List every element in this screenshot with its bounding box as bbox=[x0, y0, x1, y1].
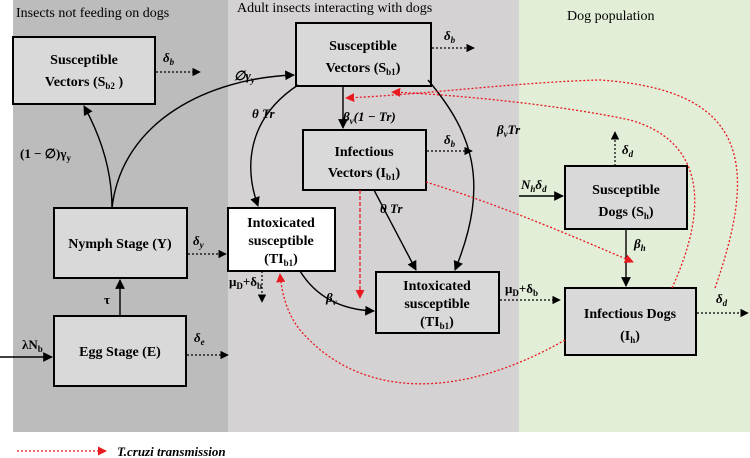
box-susceptible-vectors-sb2: Susceptible Vectors (Sb2 ) bbox=[12, 36, 156, 105]
sb1-line1: Susceptible bbox=[329, 39, 397, 54]
label-one-minus-emigration: (1 − ∅)γy bbox=[20, 146, 71, 163]
nymph-label: Nymph Stage (Y) bbox=[68, 237, 172, 252]
box-nymph-stage: Nymph Stage (Y) bbox=[53, 207, 188, 279]
label-theta-tr-left: θ Tr bbox=[252, 106, 275, 121]
box-egg-stage: Egg Stage (E) bbox=[53, 315, 187, 387]
label-theta-tr-mid: θ Tr bbox=[380, 201, 403, 216]
tib1-left-line1: Intoxicated bbox=[247, 216, 315, 231]
label-delta-e: δe bbox=[194, 330, 205, 347]
panel-title-left: Insects not feeding on dogs bbox=[16, 6, 169, 21]
label-delta-d-right: δd bbox=[716, 291, 728, 308]
transmission-arrows bbox=[276, 79, 739, 385]
label-delta-b-sb1: δb bbox=[444, 28, 456, 45]
box-susceptible-vectors-sb1: Susceptible Vectors (Sb1) bbox=[295, 22, 432, 87]
egg-label: Egg Stage (E) bbox=[79, 345, 161, 360]
tib1-bottom-line1: Intoxicated bbox=[403, 279, 471, 294]
transmission-ih-to-tib1-left bbox=[276, 273, 566, 385]
arrow-tib1-left-to-bottom bbox=[299, 270, 375, 316]
arrow-nymph-to-sb2 bbox=[83, 105, 113, 209]
transmission-ih-to-sb1-outer bbox=[345, 79, 739, 289]
ih-line2: (Ih) bbox=[620, 329, 640, 345]
sh-line2: Dogs (Sh) bbox=[598, 205, 654, 221]
sb2-line1: Susceptible bbox=[50, 53, 118, 68]
ib1-line2: Vectors (Ib1) bbox=[328, 166, 401, 182]
arrow-nymph-to-sb1 bbox=[111, 70, 295, 209]
panel-title-middle: Adult insects interacting with dogs bbox=[237, 1, 432, 16]
sb2-line2: Vectors (Sb2 ) bbox=[45, 75, 124, 91]
transmission-ih-to-sb1-inner bbox=[391, 87, 696, 289]
label-beta-v-one-minus-tr: βv(1 − Tr) bbox=[342, 109, 396, 126]
tib1-left-line3: (TIb1) bbox=[264, 252, 298, 268]
tib1-bottom-line2: susceptible bbox=[404, 297, 469, 312]
tib1-bottom-line3: (TIb1) bbox=[420, 315, 454, 331]
legend: T.cruzi transmission bbox=[17, 444, 226, 458]
label-delta-b-ib1: δb bbox=[444, 132, 456, 149]
tib1-left-line2: susceptible bbox=[248, 234, 313, 249]
label-beta-v-mid: βv bbox=[325, 290, 338, 307]
box-intoxicated-susceptible-left: Intoxicated susceptible (TIb1) bbox=[227, 207, 336, 272]
box-intoxicated-susceptible-bottom: Intoxicated susceptible (TIb1) bbox=[375, 271, 500, 334]
box-infectious-dogs: Infectious Dogs (Ih) bbox=[564, 287, 697, 356]
label-delta-y: δy bbox=[193, 233, 205, 250]
label-delta-b-sb2: δb bbox=[163, 50, 175, 67]
box-susceptible-dogs: Susceptible Dogs (Sh) bbox=[564, 165, 688, 230]
label-tau: τ bbox=[104, 292, 110, 307]
flow-arrows bbox=[0, 43, 749, 362]
label-lambda-nb: λNb bbox=[22, 337, 43, 354]
arrow-sb1-to-tib1-left bbox=[250, 84, 299, 207]
legend-label: T.cruzi transmission bbox=[117, 444, 226, 458]
ib1-line1: Infectious bbox=[334, 145, 394, 160]
label-delta-d-top: δd bbox=[622, 142, 634, 159]
box-infectious-vectors-ib1: Infectious Vectors (Ib1) bbox=[302, 129, 427, 191]
label-beta-h: βh bbox=[633, 236, 646, 253]
label-mu-delta-right: μD+δb bbox=[505, 281, 538, 298]
label-mu-delta-left: μD+δb bbox=[229, 274, 262, 291]
label-beta-v-tr: βvTr bbox=[496, 122, 521, 139]
sh-line1: Susceptible bbox=[592, 183, 660, 198]
transmission-ib1-to-sh bbox=[425, 181, 634, 263]
label-emigration: ∅γy bbox=[234, 68, 256, 85]
ih-line1: Infectious Dogs bbox=[584, 307, 677, 322]
panel-title-right: Dog population bbox=[567, 9, 655, 24]
arrow-sb1-to-tib1-bottom bbox=[427, 79, 475, 271]
sb1-line2: Vectors (Sb1) bbox=[326, 61, 401, 77]
arrow-ib1-to-tib1-bottom bbox=[373, 189, 417, 271]
label-nh-delta-d: Nhδd bbox=[520, 177, 547, 194]
